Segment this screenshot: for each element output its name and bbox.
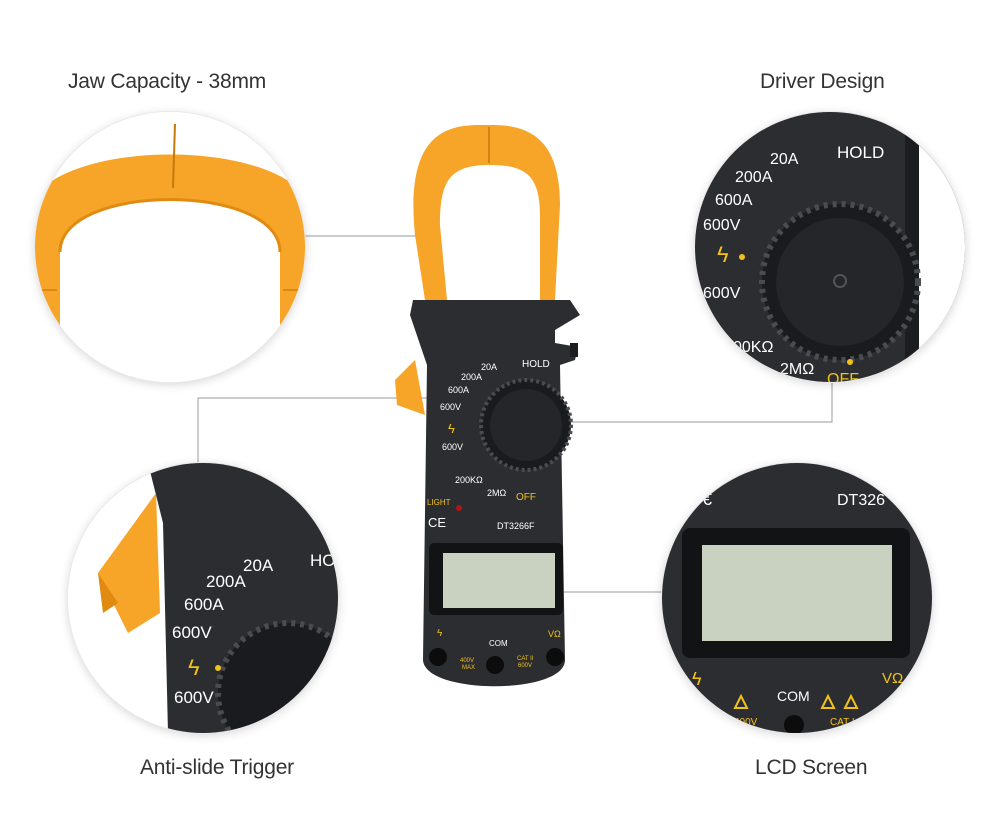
lightning-icon: ϟ bbox=[717, 242, 729, 267]
device-range-600a: 600A bbox=[448, 385, 469, 395]
device-light-label: LIGHT bbox=[427, 498, 451, 507]
dial-hold-label: HOLD bbox=[837, 143, 884, 162]
device-com-label: COM bbox=[489, 639, 508, 648]
device-range-600v: 600V bbox=[440, 402, 461, 412]
dial-range-600v: 600V bbox=[703, 217, 741, 234]
lcd-v-label: VΩ bbox=[882, 670, 903, 687]
device-range-200k: 200KΩ bbox=[455, 475, 483, 485]
trigger-range-20a: 20A bbox=[243, 556, 274, 575]
dial-range-20a: 20A bbox=[770, 151, 799, 168]
warning-icon bbox=[820, 693, 836, 709]
device-cat-label-2: 600V bbox=[518, 663, 532, 669]
light-indicator bbox=[456, 505, 462, 511]
dial-range-600a: 600A bbox=[715, 192, 753, 209]
caption-jaw-capacity: Jaw Capacity - 38mm bbox=[68, 70, 267, 93]
trigger-range-600v-dc: 600V bbox=[174, 688, 214, 707]
zoom-lcd: DT326 € COM VΩ 400V CAT I ϟ bbox=[662, 463, 932, 733]
lightning-icon: ϟ bbox=[692, 669, 702, 689]
dial-off-label: OFF bbox=[827, 371, 859, 382]
device-ce-mark: CE bbox=[428, 515, 446, 530]
device-v-label: VΩ bbox=[548, 629, 561, 639]
caption-driver-design: Driver Design bbox=[760, 70, 885, 93]
caption-anti-slide-trigger: Anti-slide Trigger bbox=[140, 756, 294, 779]
lcd-cat-label: CAT I bbox=[830, 717, 855, 728]
lightning-icon: ϟ bbox=[188, 655, 200, 680]
warning-icon bbox=[733, 693, 749, 709]
input-jack-com bbox=[486, 656, 504, 674]
lcd-com-label: COM bbox=[777, 688, 810, 704]
dial-range-600v-dc: 600V bbox=[703, 285, 741, 302]
device-range-200a: 200A bbox=[461, 372, 482, 382]
device-range-20a: 20A bbox=[481, 362, 497, 372]
trigger-range-600a: 600A bbox=[184, 595, 224, 614]
device-cat-label-1: CAT II bbox=[517, 656, 534, 662]
device-off-label: OFF bbox=[516, 492, 536, 503]
caption-lcd-screen: LCD Screen bbox=[755, 756, 868, 779]
trigger-range-200a: 200A bbox=[206, 572, 246, 591]
input-jack-v bbox=[546, 648, 564, 666]
lcd-model-label: DT326 bbox=[837, 492, 885, 509]
dial-range-2m: 2MΩ bbox=[780, 361, 814, 378]
dial-range-200k: 00KΩ bbox=[733, 339, 773, 356]
zoom-dial: 20A 200A 600A 600V 600V 00KΩ 2MΩ HOLD OF… bbox=[695, 112, 965, 382]
device-hold-label: HOLD bbox=[522, 359, 550, 370]
device-range-2m: 2MΩ bbox=[487, 488, 507, 498]
lcd-max-label: 400V bbox=[734, 717, 758, 728]
dial-range-200a: 200A bbox=[735, 169, 773, 186]
clamp-meter: HOLD 20A 200A 600A 600V 600V 200KΩ 2MΩ O… bbox=[385, 115, 595, 705]
device-model-label: DT3266F bbox=[497, 521, 535, 531]
ce-mark-icon: € bbox=[702, 489, 712, 509]
trigger-range-600v: 600V bbox=[172, 623, 212, 642]
trigger-hold-label: HO bbox=[310, 551, 336, 570]
input-jack-a bbox=[429, 648, 447, 666]
zoom-trigger: 20A 200A 600A 600V 600V HO ϟ bbox=[68, 463, 338, 733]
warning-icon bbox=[843, 693, 859, 709]
lightning-icon: ϟ bbox=[448, 421, 455, 436]
lightning-icon: ϟ bbox=[437, 628, 443, 639]
device-range-600v-dc: 600V bbox=[442, 442, 463, 452]
dial-knurl bbox=[759, 201, 921, 363]
zoom-jaw bbox=[35, 112, 305, 382]
device-max-label-1: 400V bbox=[460, 658, 474, 664]
device-max-label-2: MAX bbox=[462, 665, 475, 671]
